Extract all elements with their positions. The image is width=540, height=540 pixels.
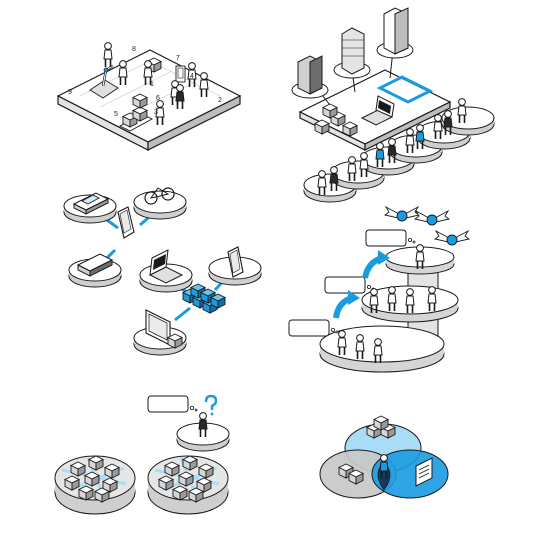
floor-number-2: 2 (218, 97, 222, 104)
monitor-icon (145, 309, 183, 349)
factory-floor-panel: 1 2 3 4 5 6 7 8 9 (56, 41, 242, 151)
floor-number-6: 6 (156, 95, 160, 102)
machine-icon (132, 57, 186, 109)
device-network-panel (133, 246, 262, 356)
calendar-icon (415, 457, 433, 487)
city-disc-left (54, 455, 136, 515)
robot-arm-icon (89, 64, 119, 99)
bicycle-icon (144, 187, 175, 205)
arrow-up-icon (333, 250, 390, 319)
building-icon (291, 7, 414, 99)
car-icon (72, 192, 114, 277)
floor-number-3: 3 (154, 109, 158, 116)
city-discs-panel (54, 455, 229, 515)
floor-number-4: 4 (190, 73, 194, 80)
tiered-platforms-panel (288, 206, 470, 373)
laptop-icon (148, 249, 184, 284)
smartphone-icon (117, 206, 135, 239)
floor-number-5: 5 (114, 111, 118, 118)
floor-number-9: 9 (68, 89, 72, 96)
floor-number-7: 7 (176, 55, 180, 62)
speech-bubble-icon (147, 395, 198, 413)
laptop-icon (360, 95, 395, 126)
floor-numbers: 1 2 3 4 5 6 7 8 9 (68, 46, 222, 118)
question-person-panel (147, 394, 230, 452)
smart-city-hub-panel (291, 7, 495, 203)
venn-overlap-panel (319, 415, 449, 499)
floor-number-8: 8 (132, 46, 136, 53)
question-mark-icon (204, 394, 218, 416)
conveyor-icon (119, 106, 153, 132)
floor-number-1: 1 (150, 81, 154, 88)
smartphone-icon (227, 246, 244, 278)
city-disc-right (147, 455, 229, 515)
mobility-network-panel (63, 187, 187, 288)
